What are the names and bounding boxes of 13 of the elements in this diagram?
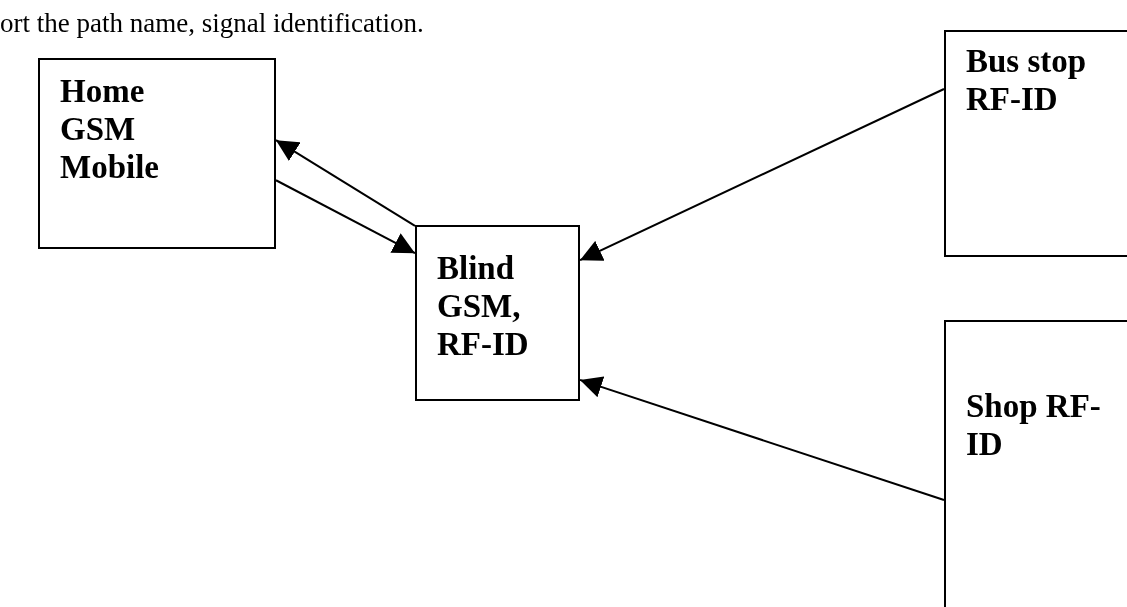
text-box — [944, 320, 1127, 607]
arrow — [275, 179, 416, 255]
caption-text: ort the path name, signal identification. — [0, 8, 424, 39]
arrow — [579, 376, 945, 501]
text-box — [415, 225, 580, 401]
text-box — [38, 58, 276, 249]
text-box — [944, 30, 1127, 257]
node-label: Blind GSM, RF-ID — [437, 249, 530, 363]
node-label: Home GSM Mobile — [60, 72, 160, 186]
arrow — [579, 88, 945, 262]
node-label: Shop RF-ID — [966, 387, 1102, 463]
node-label: Bus stop RF-ID — [966, 42, 1088, 118]
arrow — [275, 139, 416, 227]
